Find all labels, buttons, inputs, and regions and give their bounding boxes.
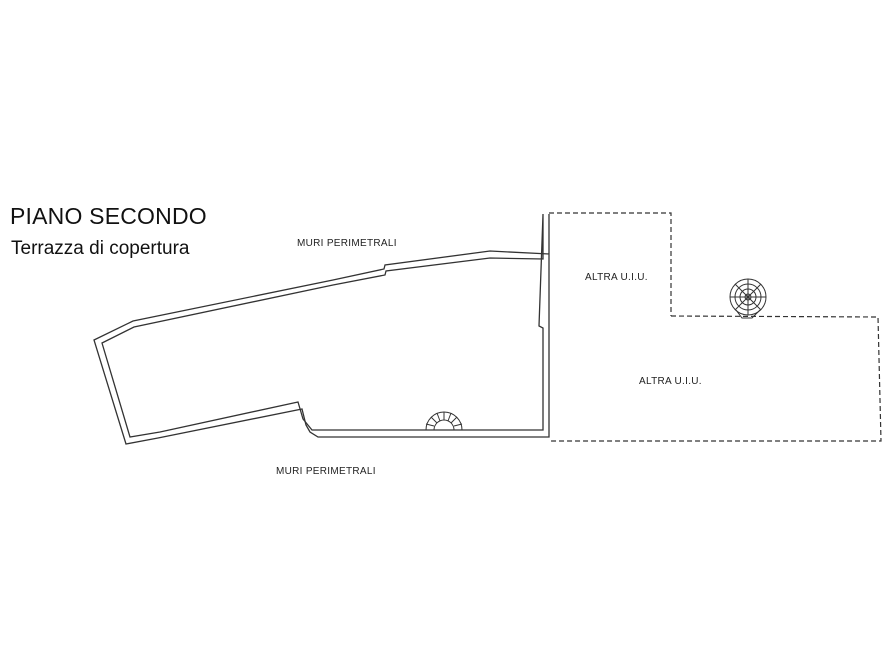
other-unit-lower-outline: [549, 315, 882, 442]
other-unit-label-upper: ALTRA U.I.U.: [585, 272, 648, 283]
terrace-wall-outer: [93, 214, 550, 445]
spiral-staircase-terrace: [425, 411, 463, 431]
terrace-perimeter-walls: [93, 213, 550, 445]
other-unit-boundary: [549, 212, 882, 442]
spiral-staircase-other-unit: [729, 278, 767, 319]
other-unit-label-lower: ALTRA U.I.U.: [639, 376, 702, 387]
plan-subtitle: Terrazza di copertura: [11, 238, 190, 259]
terrace-wall-inner: [101, 213, 544, 438]
other-unit-upper-outline: [549, 212, 672, 316]
plan-title: PIANO SECONDO: [10, 203, 207, 229]
perimeter-walls-label-top: MURI PERIMETRALI: [297, 238, 397, 249]
perimeter-walls-label-bottom: MURI PERIMETRALI: [276, 466, 376, 477]
